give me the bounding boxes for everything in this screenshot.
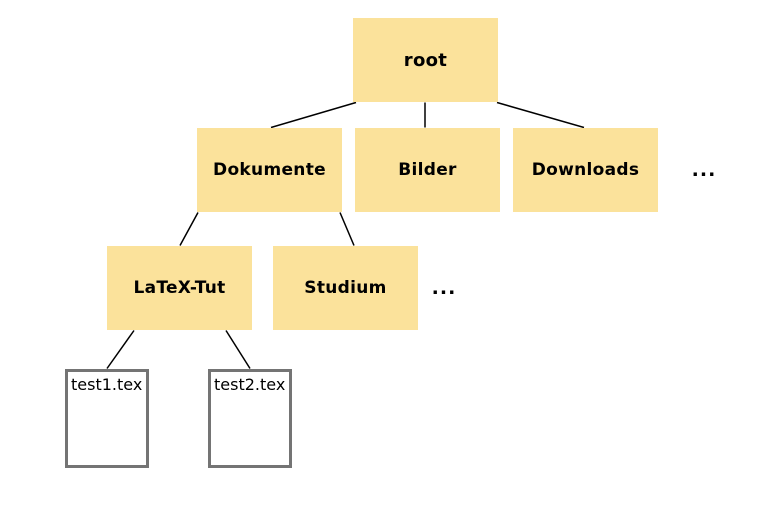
tree-node-downloads: Downloads: [513, 128, 658, 212]
edge-latex-tut-test2: [225, 330, 251, 369]
edge-root-downloads: [496, 101, 585, 129]
tree-node-root: root: [353, 18, 498, 102]
tree-node-studium: Studium: [273, 246, 418, 330]
more-folders-indicator-level3: ...: [431, 277, 457, 299]
tree-node-dokumente: Dokumente: [197, 128, 342, 212]
edge-dokumente-latex-tut: [179, 212, 199, 246]
more-folders-indicator-level2: ...: [691, 159, 717, 181]
file-node-test2-tex: test2.tex: [208, 369, 292, 468]
file-node-test1-tex: test1.tex: [65, 369, 149, 468]
edge-root-dokumente: [270, 101, 357, 129]
tree-node-bilder: Bilder: [355, 128, 500, 212]
edge-dokumente-studium: [339, 212, 355, 246]
tree-node-latex-tut: LaTeX-Tut: [107, 246, 252, 330]
edge-latex-tut-test1: [106, 330, 135, 369]
